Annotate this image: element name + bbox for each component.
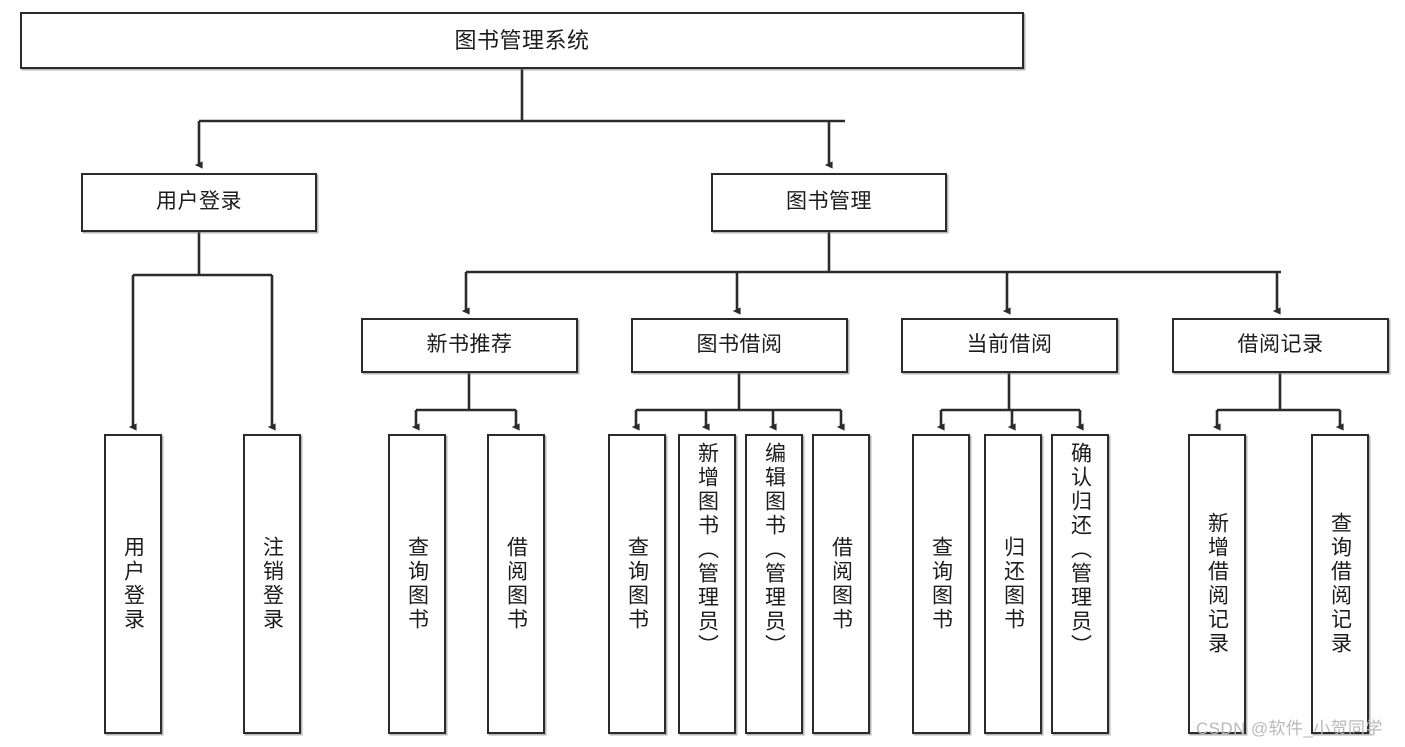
node-label: 查询图书 — [929, 536, 953, 632]
node-label: 查询图书 — [625, 536, 649, 632]
node-leaf-logout-login[interactable]: 注销登录 — [243, 434, 301, 734]
node-label: 新书推荐 — [426, 333, 513, 357]
node-label: 查询图书 — [405, 536, 429, 632]
node-label: 用户登录 — [156, 190, 242, 214]
node-leaf-borrow-book[interactable]: 借阅图书 — [812, 434, 870, 734]
node-label: 确认归还（管理员） — [1068, 442, 1092, 658]
watermark-text: CSDN @软件_小贺同学 — [1196, 719, 1383, 738]
node-label: 编辑图书（管理员） — [762, 442, 786, 658]
node-label: 新增借阅记录 — [1205, 512, 1229, 656]
node-leaf-query-borrow-record[interactable]: 查询借阅记录 — [1311, 434, 1369, 734]
node-book-borrow[interactable]: 图书借阅 — [631, 318, 848, 373]
node-label: 借阅图书 — [504, 536, 528, 632]
node-label: 用户登录 — [121, 536, 145, 632]
node-root-system[interactable]: 图书管理系统 — [20, 12, 1024, 69]
node-label: 借阅图书 — [829, 536, 853, 632]
node-borrow-record[interactable]: 借阅记录 — [1172, 318, 1389, 373]
node-label: 归还图书 — [1001, 536, 1025, 632]
node-new-book-recommend[interactable]: 新书推荐 — [361, 318, 578, 373]
node-label: 查询借阅记录 — [1328, 512, 1352, 656]
node-label: 借阅记录 — [1237, 333, 1324, 357]
node-leaf-add-borrow-record[interactable]: 新增借阅记录 — [1188, 434, 1246, 734]
node-leaf-borrow-book-recommend[interactable]: 借阅图书 — [487, 434, 545, 734]
node-leaf-confirm-return[interactable]: 确认归还（管理员） — [1051, 434, 1109, 734]
node-label: 图书借阅 — [696, 333, 783, 357]
node-leaf-query-book-recommend[interactable]: 查询图书 — [388, 434, 446, 734]
node-label: 注销登录 — [260, 536, 284, 632]
node-leaf-add-book[interactable]: 新增图书（管理员） — [678, 434, 736, 734]
node-current-borrow[interactable]: 当前借阅 — [901, 318, 1118, 373]
node-label: 图书管理 — [786, 190, 872, 214]
node-leaf-query-book-current[interactable]: 查询图书 — [912, 434, 970, 734]
node-leaf-user-login[interactable]: 用户登录 — [104, 434, 162, 734]
node-user-login[interactable]: 用户登录 — [81, 173, 317, 232]
node-label: 新增图书（管理员） — [695, 442, 719, 658]
node-leaf-edit-book[interactable]: 编辑图书（管理员） — [745, 434, 803, 734]
node-book-manage[interactable]: 图书管理 — [711, 173, 947, 232]
node-label: 当前借阅 — [966, 333, 1053, 357]
node-leaf-return-book[interactable]: 归还图书 — [984, 434, 1042, 734]
node-leaf-query-book-borrow[interactable]: 查询图书 — [608, 434, 666, 734]
node-label: 图书管理系统 — [454, 27, 590, 53]
